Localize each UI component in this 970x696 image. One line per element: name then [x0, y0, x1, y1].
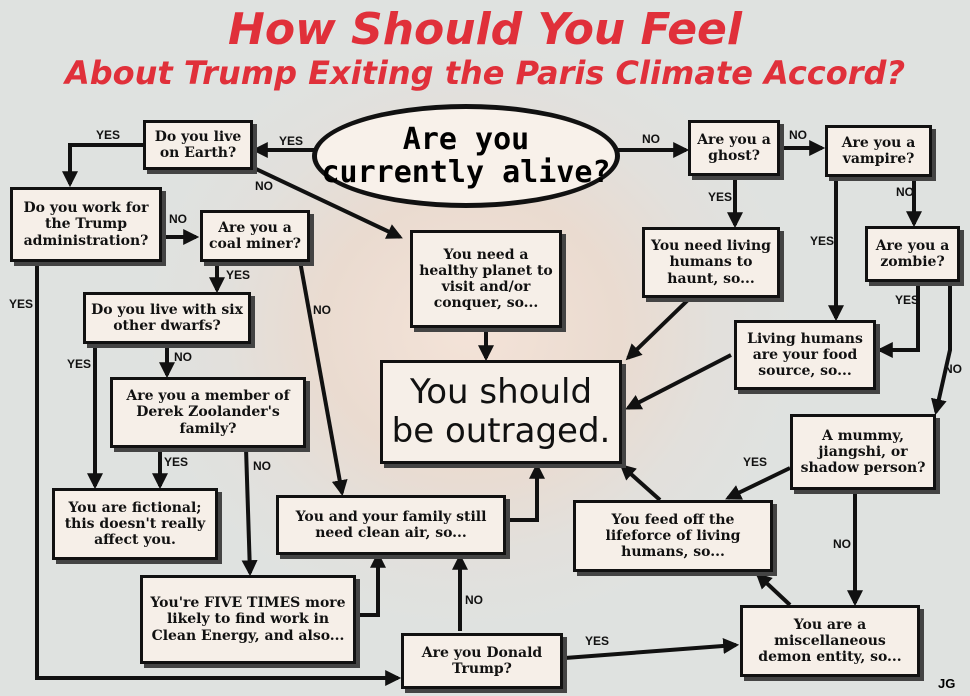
label-yes: YES: [708, 190, 733, 204]
node-food-source: Living humans are your food source, so..…: [734, 320, 876, 390]
label-no: NO: [169, 212, 187, 226]
label-no: NO: [789, 128, 807, 142]
node-are-you-ghost: Are you a ghost?: [688, 120, 780, 176]
label-no: NO: [465, 593, 483, 607]
label-yes: YES: [585, 634, 610, 648]
title-line-2: About Trump Exiting the Paris Climate Ac…: [64, 54, 905, 92]
node-clean-air: You and your family still need clean air…: [276, 495, 506, 555]
label-yes: YES: [164, 455, 189, 469]
arrow-zoolander-fivetimes: [241, 447, 258, 577]
label-yes: YES: [226, 268, 251, 282]
label-yes: YES: [895, 293, 920, 307]
node-live-on-earth: Do you live on Earth?: [143, 120, 253, 170]
label-yes: YES: [279, 134, 304, 148]
node-demon-entity: You are a miscellaneous demon entity, so…: [740, 605, 920, 677]
artist-signature: JG: [938, 676, 956, 691]
label-no: NO: [833, 537, 851, 551]
arrow-coal-cleanair: [298, 260, 348, 497]
label-yes: YES: [9, 297, 34, 311]
label-yes: YES: [96, 128, 121, 142]
arrow-food-outraged: [625, 353, 732, 410]
arrow-mummy-lifeforce: [725, 466, 791, 500]
label-no: NO: [896, 185, 914, 199]
arrow-donald-demon: [564, 637, 740, 660]
title-line-1: How Should You Feel: [228, 4, 742, 55]
arrow-haunt-outraged: [625, 296, 692, 361]
node-trump-administration: Do you work for the Trump administration…: [10, 187, 162, 262]
label-yes: YES: [810, 234, 835, 248]
arrow-fivetimes-cleanair: [358, 551, 386, 617]
node-five-times-clean-energy: You're FIVE TIMES more likely to find wo…: [140, 575, 356, 664]
arrow-earth-planet: [253, 166, 403, 239]
node-lifeforce: You feed off the lifeforce of living hum…: [573, 500, 773, 572]
arrow-zombie-food: [876, 282, 920, 358]
label-no: NO: [944, 362, 962, 376]
node-are-you-vampire: Are you a vampire?: [825, 125, 932, 177]
arrow-cleanair-outraged: [507, 462, 545, 522]
label-yes: YES: [67, 357, 92, 371]
node-you-should-be-outraged: You should be outraged.: [380, 360, 622, 464]
node-six-dwarfs: Do you live with six other dwarfs?: [83, 292, 251, 344]
label-no: NO: [255, 179, 273, 193]
label-no: NO: [642, 132, 660, 146]
arrow-earth-admin: [62, 143, 146, 188]
arrow-lifeforce-outraged: [619, 463, 662, 502]
label-no: NO: [253, 459, 271, 473]
label-yes: YES: [743, 455, 768, 469]
node-coal-miner: Are you a coal miner?: [200, 210, 310, 262]
arrow-zombie-mummy: [931, 282, 952, 416]
node-currently-alive: Are you currently alive?: [312, 104, 620, 208]
arrow-admin-donald: [35, 262, 402, 686]
node-zoolander-family: Are you a member of Derek Zoolander's fa…: [110, 377, 306, 448]
node-living-humans-to-haunt: You need living humans to haunt, so...: [642, 227, 780, 298]
label-no: NO: [313, 303, 331, 317]
node-you-are-fictional: You are fictional; this doesn't really a…: [52, 488, 218, 560]
node-healthy-planet: You need a healthy planet to visit and/o…: [410, 230, 562, 328]
node-are-you-zombie: Are you a zombie?: [865, 226, 960, 282]
arrow-demon-lifeforce: [755, 572, 792, 607]
label-no: NO: [174, 350, 192, 364]
node-are-you-donald-trump: Are you Donald Trump?: [401, 633, 563, 689]
node-mummy-jiangshi-shadow: A mummy, jiangshi, or shadow person?: [790, 414, 936, 490]
